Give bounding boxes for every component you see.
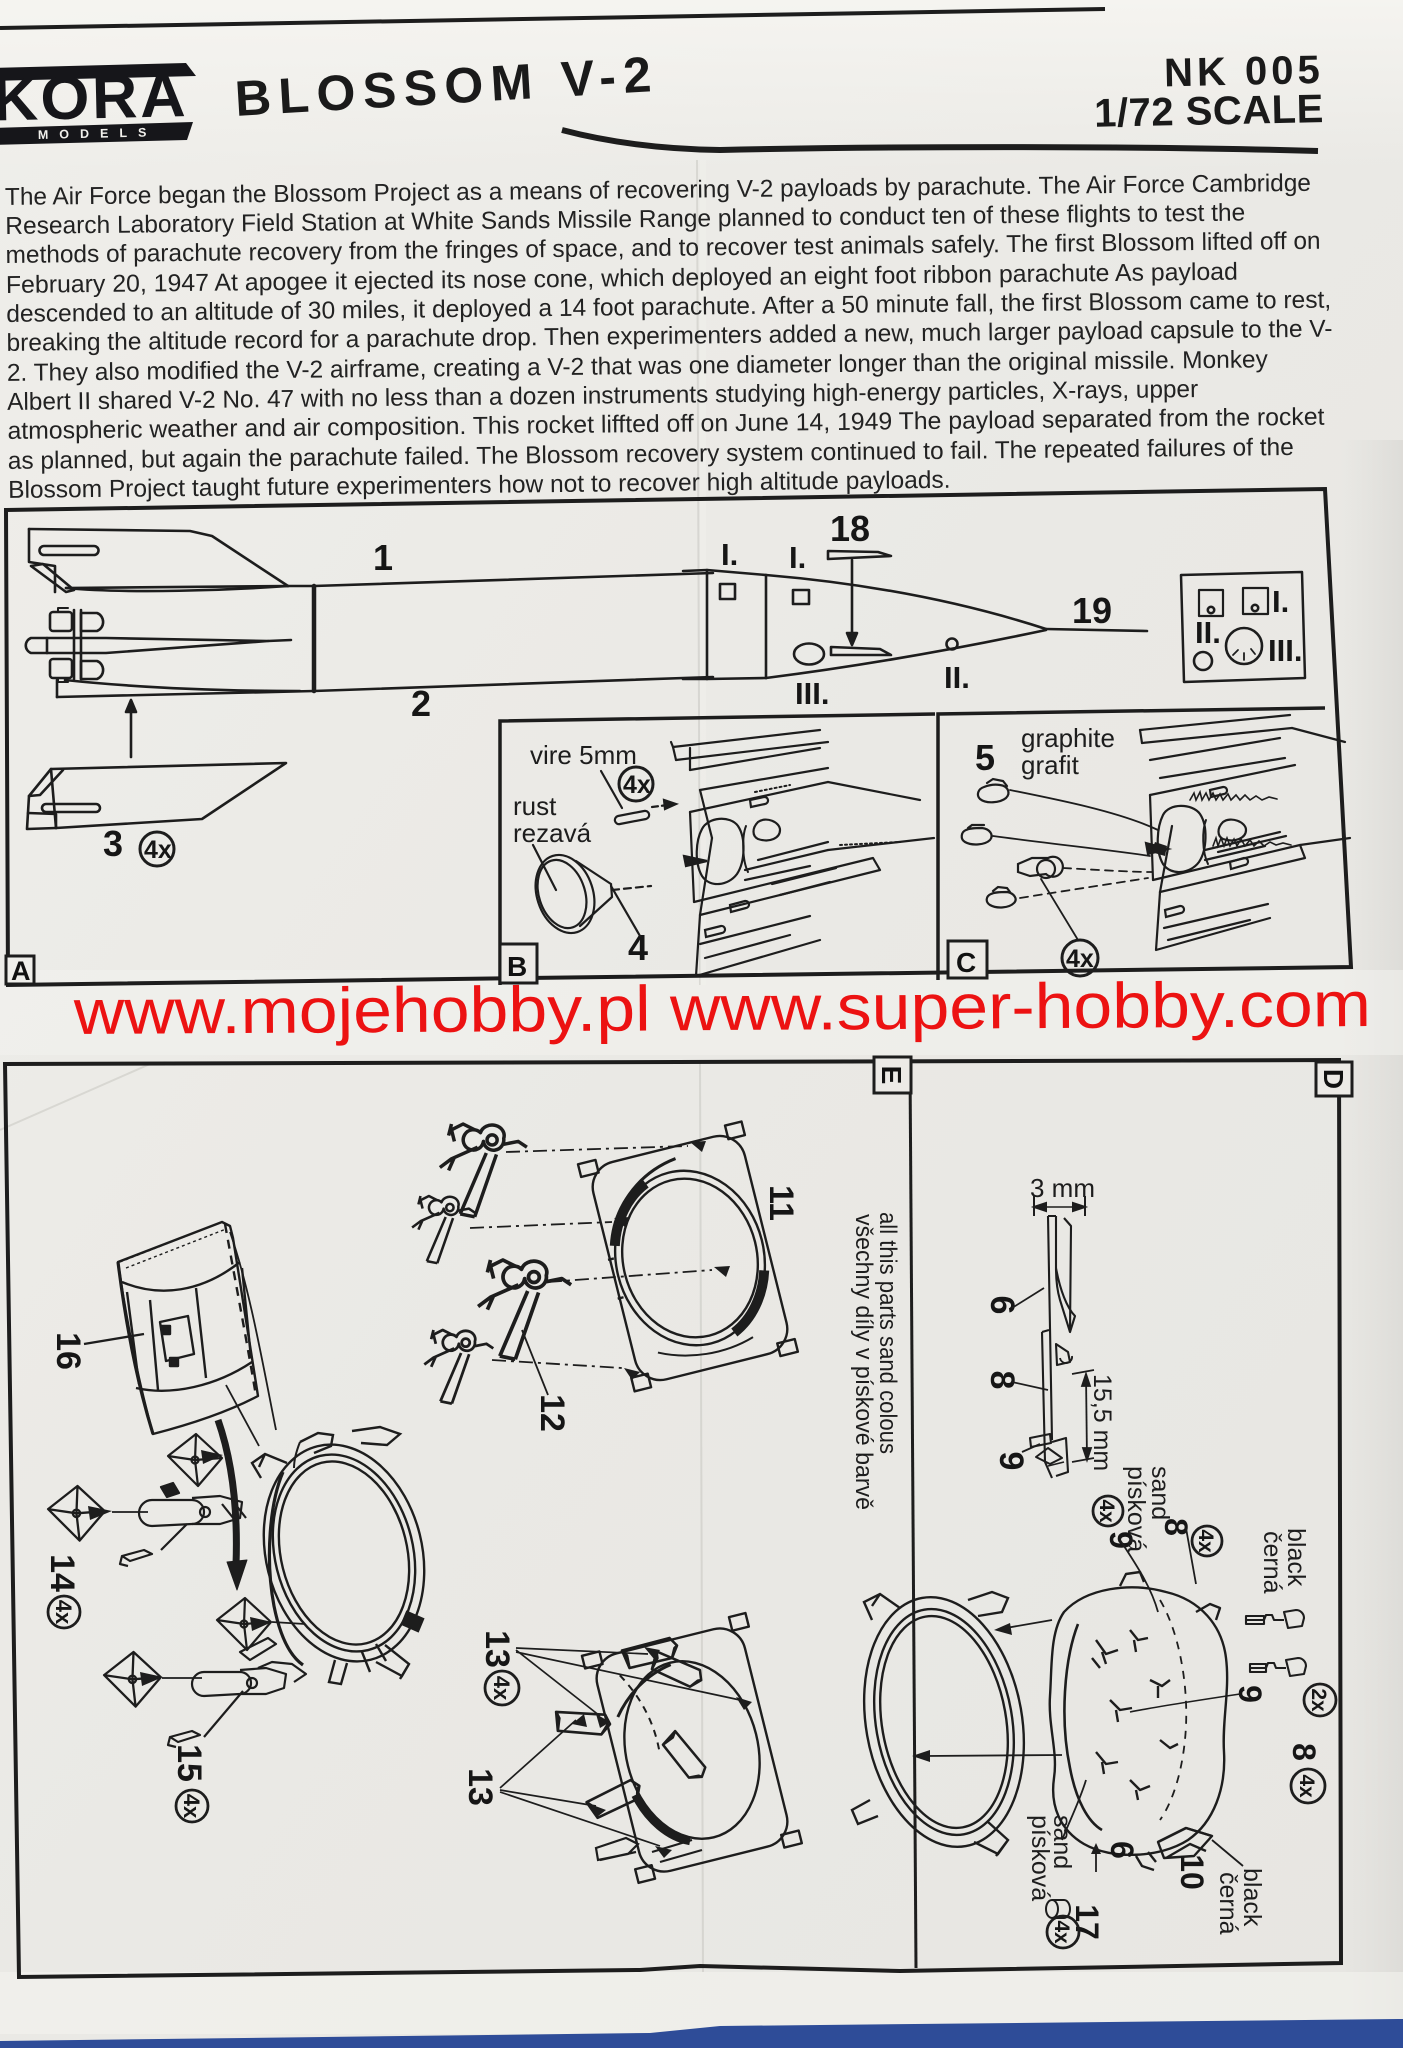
svg-text:11: 11 xyxy=(762,1185,800,1221)
svg-text:black: black xyxy=(1238,1868,1266,1927)
svg-text:2: 2 xyxy=(411,683,431,724)
svg-text:4x: 4x xyxy=(179,1794,204,1819)
svg-text:černá: černá xyxy=(1214,1872,1242,1935)
svg-text:všechny díly v pískové barvě: všechny díly v pískové barvě xyxy=(850,1214,877,1510)
svg-text:15: 15 xyxy=(170,1744,208,1782)
svg-text:grafit: grafit xyxy=(1021,750,1080,780)
svg-text:I.: I. xyxy=(789,540,806,575)
svg-text:12: 12 xyxy=(533,1394,571,1432)
svg-text:písková: písková xyxy=(1026,1815,1054,1901)
svg-text:4x: 4x xyxy=(1295,1774,1318,1798)
svg-text:all this parts sand colous: all this parts sand colous xyxy=(874,1212,901,1454)
svg-text:15,5 mm: 15,5 mm xyxy=(1088,1374,1116,1471)
svg-text:I.: I. xyxy=(721,537,738,572)
svg-text:4x: 4x xyxy=(489,1676,514,1701)
svg-text:13: 13 xyxy=(478,1630,516,1668)
svg-text:III.: III. xyxy=(795,676,829,711)
svg-text:1: 1 xyxy=(373,537,393,578)
svg-text:B: B xyxy=(507,951,527,982)
svg-text:8: 8 xyxy=(1286,1743,1322,1761)
svg-text:4: 4 xyxy=(628,927,648,968)
svg-text:4x: 4x xyxy=(1194,1529,1217,1553)
svg-text:černá: černá xyxy=(1258,1531,1286,1594)
svg-text:4x: 4x xyxy=(144,836,172,864)
svg-text:I.: I. xyxy=(1272,584,1289,619)
svg-text:16: 16 xyxy=(49,1332,87,1370)
svg-text:2x: 2x xyxy=(1307,1688,1330,1712)
svg-text:E: E xyxy=(876,1066,907,1085)
svg-text:4x: 4x xyxy=(1050,1920,1073,1944)
svg-text:C: C xyxy=(956,947,976,978)
svg-text:14: 14 xyxy=(43,1554,81,1592)
svg-text:graphite: graphite xyxy=(1021,723,1115,753)
svg-text:9: 9 xyxy=(1232,1685,1268,1703)
svg-text:NK 005: NK 005 xyxy=(1164,48,1325,95)
svg-text:vire 5mm: vire 5mm xyxy=(530,740,637,770)
svg-text:MODELS: MODELS xyxy=(38,125,158,142)
svg-text:4x: 4x xyxy=(51,1600,76,1625)
svg-text:19: 19 xyxy=(1072,590,1112,631)
svg-text:4x: 4x xyxy=(1066,945,1094,973)
svg-text:8: 8 xyxy=(1158,1518,1194,1536)
svg-text:18: 18 xyxy=(830,508,870,549)
svg-text:8: 8 xyxy=(983,1371,1021,1390)
svg-text:9: 9 xyxy=(992,1452,1030,1471)
svg-text:1/72 SCALE: 1/72 SCALE xyxy=(1094,87,1324,136)
svg-text:6: 6 xyxy=(1104,1841,1140,1859)
svg-text:II.: II. xyxy=(944,660,970,695)
svg-text:4x: 4x xyxy=(1095,1499,1118,1523)
svg-text:5: 5 xyxy=(975,737,995,778)
svg-text:3: 3 xyxy=(103,823,123,864)
svg-text:www.mojehobby.pl www.super-hob: www.mojehobby.pl www.super-hobby.com xyxy=(73,968,1372,1048)
svg-text:D: D xyxy=(1318,1069,1349,1089)
svg-text:II.: II. xyxy=(1195,615,1221,650)
svg-text:A: A xyxy=(11,956,31,986)
svg-text:KORA: KORA xyxy=(0,62,189,135)
svg-text:písková: písková xyxy=(1122,1466,1150,1552)
svg-text:rust: rust xyxy=(513,791,557,821)
svg-text:10: 10 xyxy=(1174,1854,1210,1890)
svg-text:sand: sand xyxy=(1146,1466,1174,1520)
svg-text:sand: sand xyxy=(1048,1815,1076,1869)
svg-text:III.: III. xyxy=(1268,633,1302,668)
svg-text:4x: 4x xyxy=(623,771,651,799)
svg-text:black: black xyxy=(1282,1528,1310,1587)
svg-text:13: 13 xyxy=(461,1768,499,1806)
svg-text:rezavá: rezavá xyxy=(513,818,592,848)
svg-text:6: 6 xyxy=(983,1296,1021,1315)
